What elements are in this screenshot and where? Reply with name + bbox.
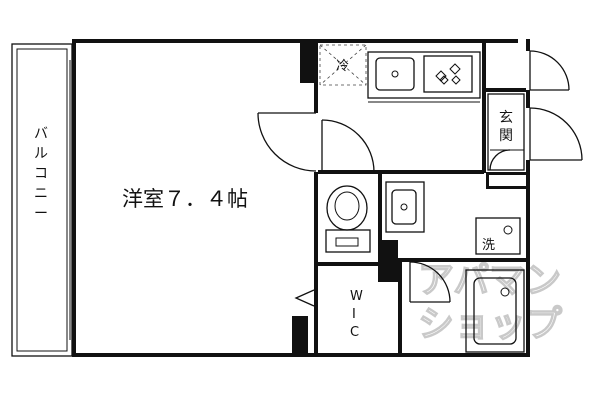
hall-door (321, 119, 375, 173)
exterior-walls (72, 39, 530, 357)
balcony-window (69, 60, 74, 340)
watermark-logo: アパマン ショップ (417, 259, 562, 345)
watermark-line1: アパマン (418, 260, 561, 301)
wic-room: W I C (294, 289, 363, 340)
wic-letter-3: C (350, 325, 359, 340)
wash-basin (385, 181, 425, 233)
balcony-char-4: ニ (34, 186, 48, 202)
fridge-space: 冷 (319, 44, 367, 86)
balcony-char-2: ル (34, 146, 48, 162)
front-door (529, 50, 583, 161)
bath-door (409, 261, 451, 303)
western-room-label: 洋室７．４帖 (122, 187, 248, 211)
wic-letter-1: W (350, 289, 363, 304)
kitchen-counter (367, 51, 481, 103)
room-door (257, 112, 317, 172)
bathtub (465, 269, 525, 353)
balcony-char-1: バ (34, 126, 48, 142)
entrance: 玄 関 (487, 93, 525, 171)
fridge-label: 冷 (336, 59, 349, 74)
interior-walls (314, 43, 526, 353)
stove-icon (435, 63, 461, 85)
entrance-label-2: 関 (499, 128, 513, 144)
washer-space: 洗 (475, 217, 521, 255)
watermark-line2: ショップ (418, 304, 562, 345)
balcony-char-3: コ (34, 166, 48, 182)
wic-letter-2: I (352, 307, 356, 322)
toilet (325, 185, 371, 253)
washer-label: 洗 (482, 238, 495, 253)
balcony-label: バ ル コ ニ ー (34, 126, 48, 222)
entrance-label-1: 玄 (499, 109, 513, 126)
balcony-char-5: ー (34, 206, 48, 222)
